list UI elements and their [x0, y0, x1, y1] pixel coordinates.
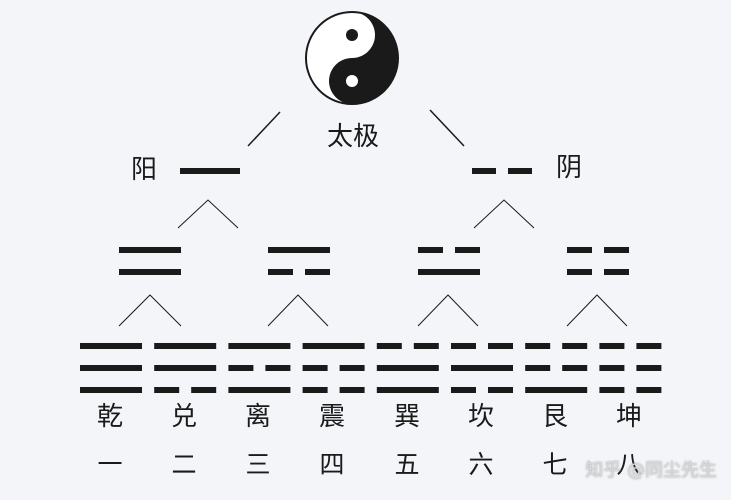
trigram-8-yin-line-left	[599, 365, 625, 371]
level2-3-yin-line-right	[455, 247, 480, 253]
trigram-3-yin-line-right	[265, 365, 291, 371]
level2-3-yang-line	[418, 269, 480, 275]
taiji-label: 太极	[327, 122, 380, 152]
trigram-name-li: 离	[244, 402, 271, 432]
trigram-5-yin-line-right	[413, 343, 439, 349]
trigram-1-yang-line	[80, 343, 142, 349]
level2-branch-lines	[118, 294, 628, 327]
trigram-number-6: 六	[468, 450, 494, 479]
trigram-number-4: 四	[319, 450, 345, 479]
trigram-7-yin-line-left	[525, 343, 551, 349]
level1-2-yin-line-right	[508, 168, 532, 174]
trigram-name-qian: 乾	[96, 402, 123, 432]
level2-2-yin-line-left	[268, 269, 293, 275]
trigram-number-1: 一	[97, 450, 123, 479]
line-bars	[80, 168, 662, 393]
trigram-1-yang-line	[80, 365, 142, 371]
trigram-5-yang-line	[376, 387, 439, 393]
trigram-6-yin-line-left	[451, 343, 476, 349]
trigram-3-yang-line	[228, 343, 291, 349]
trigram-2-yang-line	[154, 365, 217, 371]
trigram-name-kun: 坤	[615, 402, 642, 432]
level1-branch-lines	[177, 199, 535, 229]
yin-label: 阴	[556, 153, 583, 183]
trigram-2-yin-line-right	[191, 387, 217, 393]
trigram-name-dui: 兑	[170, 402, 197, 432]
taiji-branch-lines	[247, 109, 465, 147]
trigram-6-yin-line-right	[488, 387, 513, 393]
trigram-name-gen: 艮	[541, 402, 568, 432]
trigram-8-yin-line-right	[636, 343, 662, 349]
level2-3-yin-line-left	[418, 247, 443, 253]
trigram-4-yin-line-left	[302, 365, 328, 371]
trigram-6-yang-line	[451, 365, 513, 371]
trigram-3-yang-line	[228, 387, 291, 393]
trigram-number-5: 五	[394, 450, 420, 479]
trigram-7-yang-line	[525, 387, 588, 393]
trigram-6-yin-line-right	[488, 343, 513, 349]
level2-1-yang-line	[119, 269, 181, 275]
trigram-7-yin-line-right	[562, 343, 588, 349]
trigram-5-yang-line	[376, 365, 439, 371]
level1-1-yang-line	[180, 168, 240, 174]
trigram-4-yin-line-right	[339, 365, 365, 371]
trigram-7-yin-line-right	[562, 365, 588, 371]
trigram-5-yin-line-left	[376, 343, 402, 349]
watermark: 知乎 @同尘先生	[585, 460, 717, 481]
trigram-8-yin-line-right	[636, 387, 662, 393]
trigram-name-xun: 巽	[393, 402, 420, 432]
level2-1-yang-line	[119, 247, 181, 253]
trigram-1-yang-line	[80, 387, 142, 393]
yin-yang-icon	[305, 11, 399, 105]
level2-4-yin-line-right	[604, 247, 629, 253]
yang-label: 阳	[131, 155, 158, 185]
trigram-name-zhen: 震	[318, 402, 345, 432]
trigram-4-yin-line-left	[302, 387, 328, 393]
trigram-8-yin-line-right	[636, 365, 662, 371]
trigram-2-yang-line	[154, 343, 217, 349]
trigram-8-yin-line-left	[599, 387, 625, 393]
trigram-number-3: 三	[245, 450, 271, 479]
trigram-3-yin-line-left	[228, 365, 254, 371]
trigram-4-yang-line	[302, 343, 365, 349]
trigram-number-7: 七	[542, 450, 568, 479]
trigram-number-8: 八	[616, 450, 642, 479]
trigram-number-2: 二	[171, 450, 197, 479]
level2-2-yin-line-right	[305, 269, 330, 275]
level2-4-yin-line-left	[567, 269, 592, 275]
level2-2-yang-line	[268, 247, 330, 253]
trigram-6-yin-line-left	[451, 387, 476, 393]
level2-4-yin-line-left	[567, 247, 592, 253]
trigram-name-kan: 坎	[467, 402, 494, 432]
trigram-8-yin-line-left	[599, 343, 625, 349]
level1-2-yin-line-left	[472, 168, 496, 174]
trigram-4-yin-line-right	[339, 387, 365, 393]
trigram-2-yin-line-left	[154, 387, 180, 393]
level2-4-yin-line-right	[604, 269, 629, 275]
trigram-7-yin-line-left	[525, 365, 551, 371]
